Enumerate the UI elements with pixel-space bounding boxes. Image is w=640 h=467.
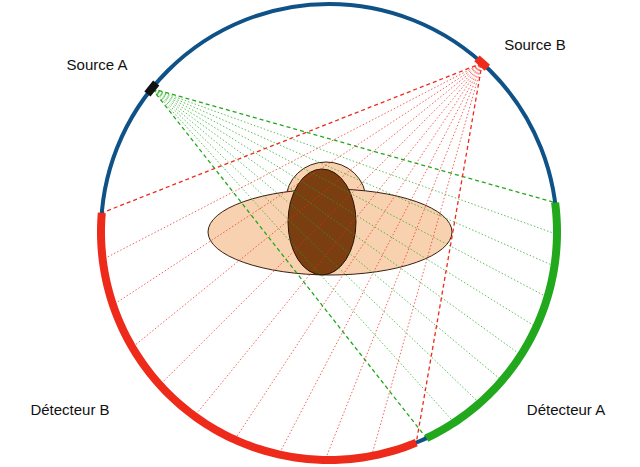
source-label: Source B	[504, 37, 566, 54]
source-label: Source A	[67, 57, 128, 74]
source-b-ray	[113, 63, 482, 305]
gantry-circle	[101, 4, 557, 460]
source-a-ray	[152, 89, 427, 439]
source-b-ray	[195, 63, 483, 416]
source-b-ray	[102, 63, 482, 213]
fan-beams-over	[102, 63, 557, 460]
source-a-ray	[152, 89, 555, 203]
source-b-ray	[132, 63, 482, 347]
source-a-ray	[152, 89, 521, 356]
source-b-tube	[474, 55, 490, 70]
detector-b-arc	[101, 213, 416, 460]
source-a-ray	[152, 89, 536, 328]
source-a-ray	[152, 89, 502, 381]
source-b-ray	[103, 63, 482, 259]
source-a-ray	[152, 89, 548, 298]
detector-label: Détecteur A	[527, 402, 605, 419]
source-b-ray	[416, 63, 482, 443]
source-a-tube	[144, 81, 159, 97]
source-b-ray	[160, 63, 482, 385]
source-b-ray	[325, 63, 482, 460]
source-b-ray	[279, 63, 482, 454]
detector-label: Détecteur B	[30, 402, 109, 419]
source-b-ray	[372, 63, 483, 456]
source-b-ray	[235, 63, 482, 440]
source-a-ray	[152, 89, 557, 235]
source-a-ray	[152, 89, 454, 423]
gantry-ring	[101, 4, 557, 460]
